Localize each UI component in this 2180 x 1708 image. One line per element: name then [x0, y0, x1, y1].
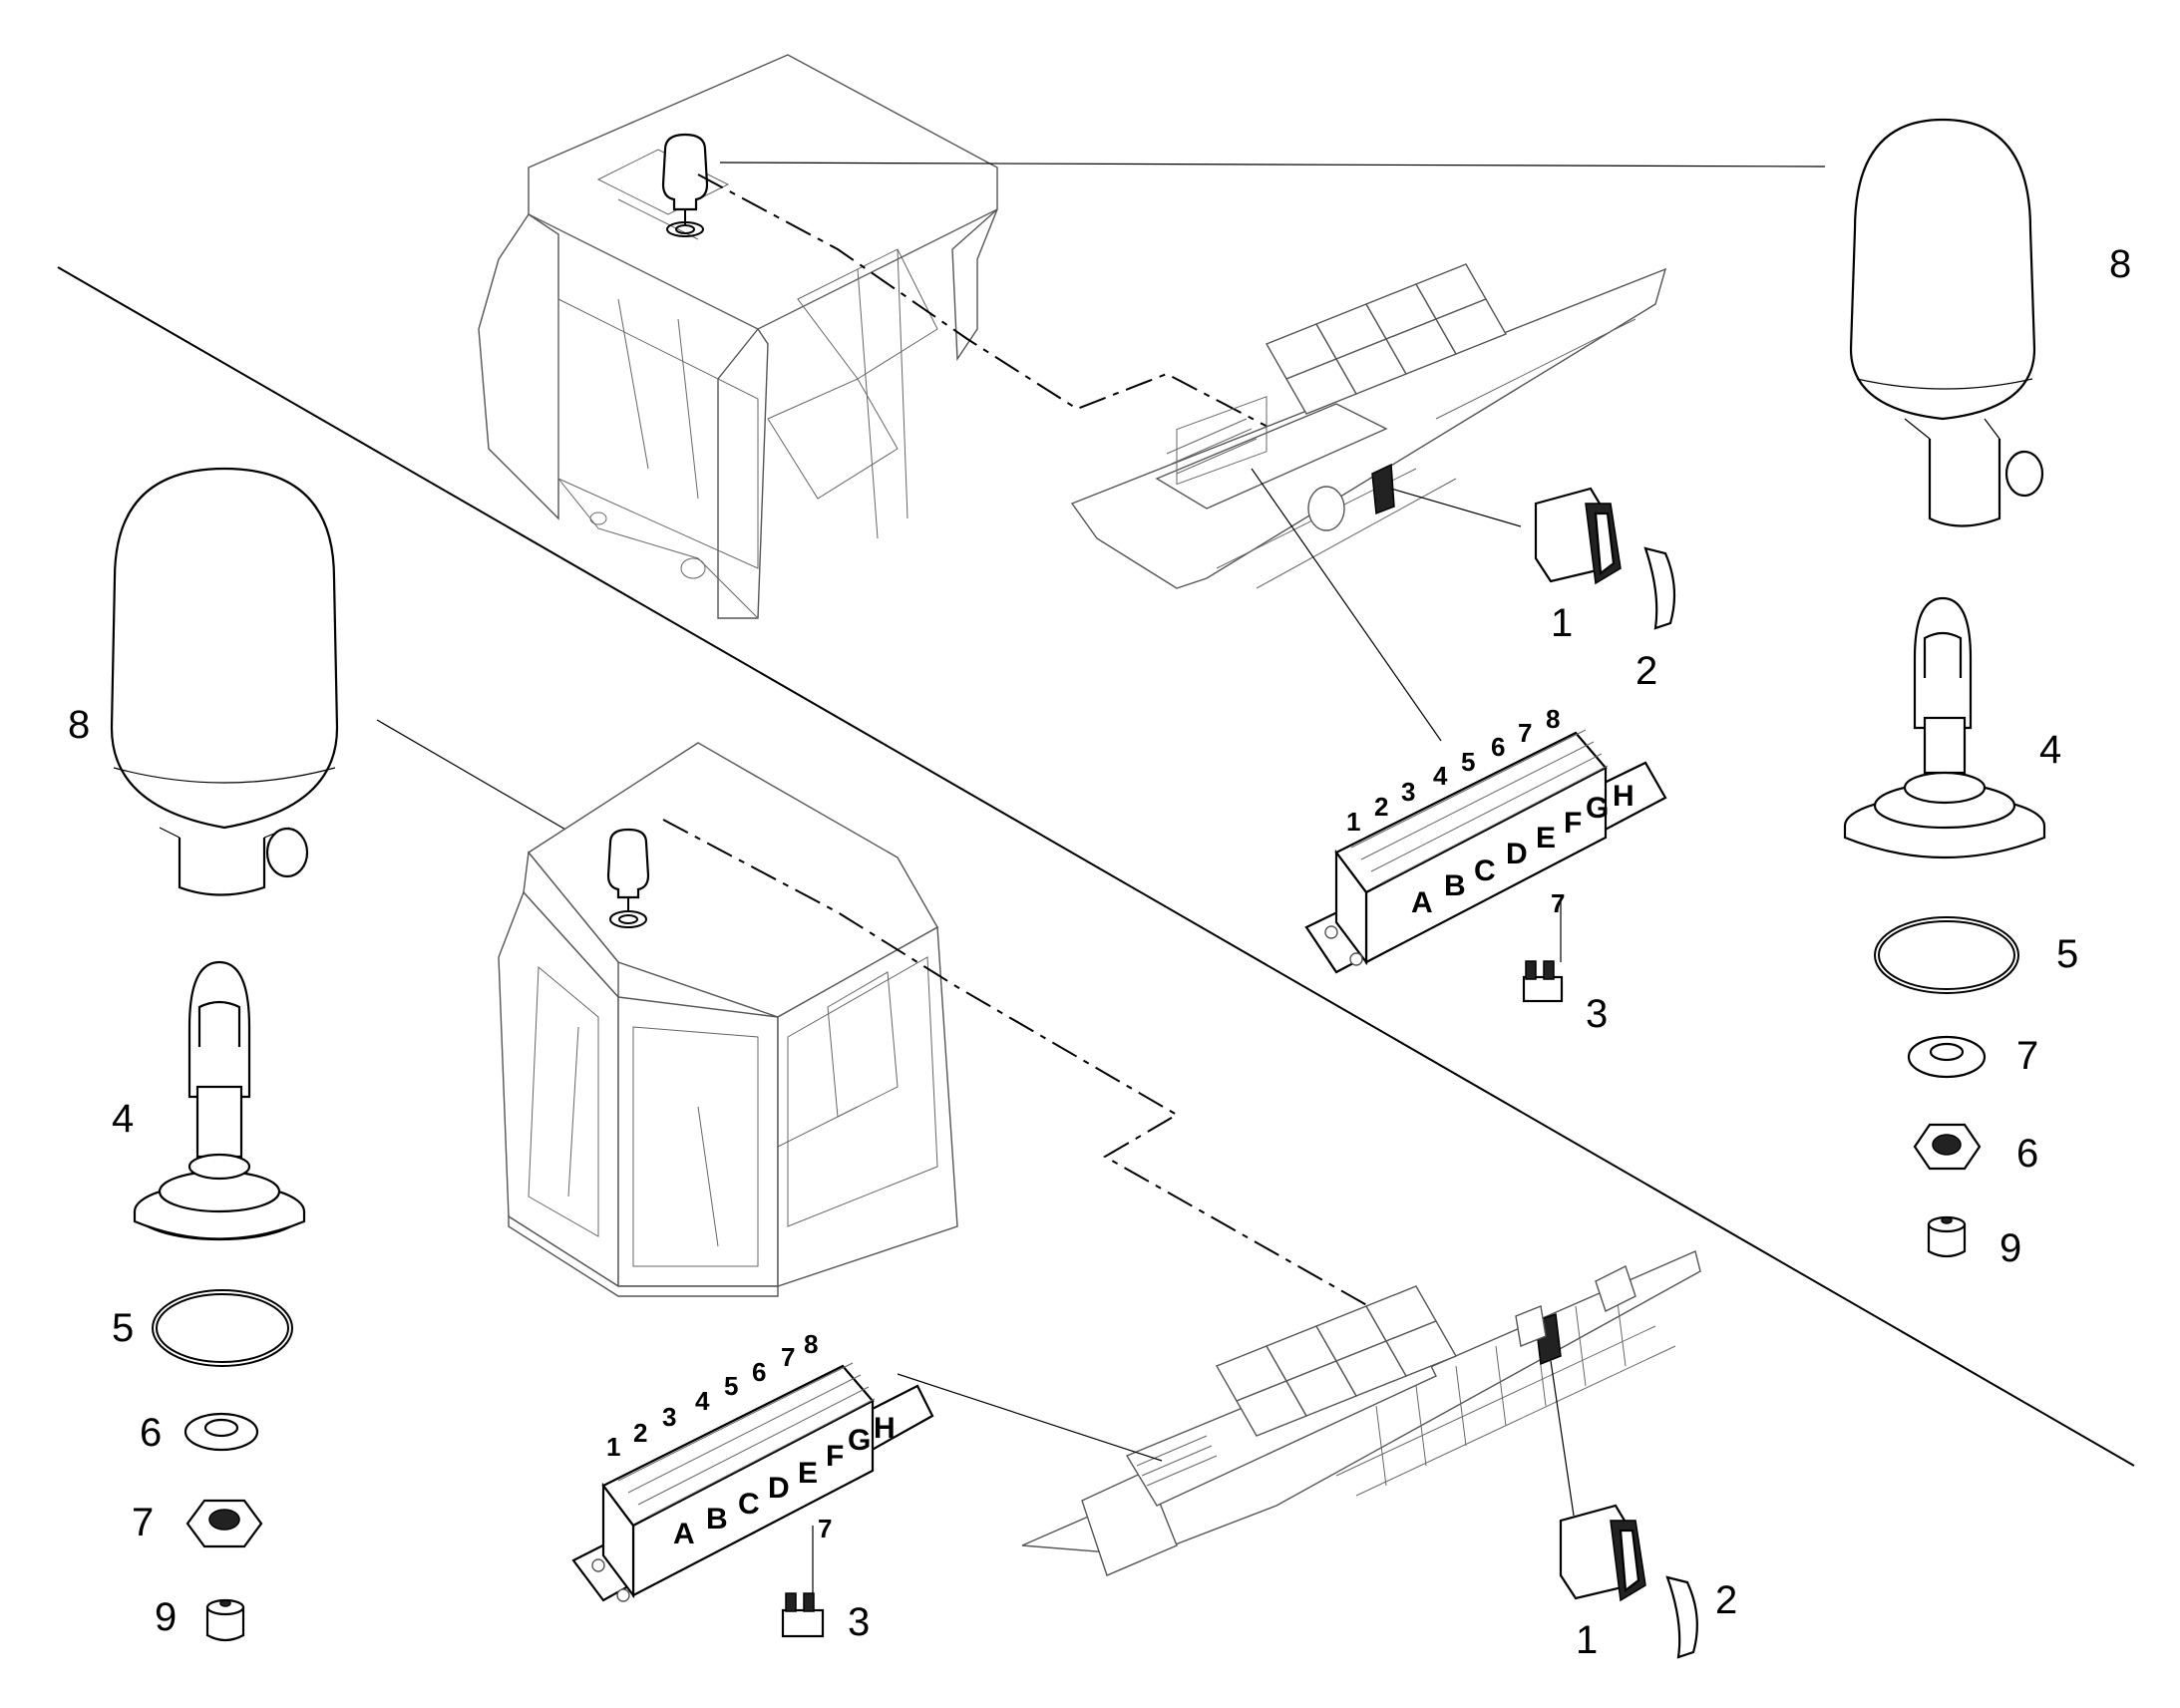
- lower-callout-7: 7: [132, 1501, 154, 1544]
- upper-callout-4: 4: [2039, 728, 2061, 772]
- upper-washer: [1907, 1035, 1987, 1079]
- svg-text:1: 1: [606, 1432, 620, 1462]
- upper-rocker-switch: [1534, 487, 1622, 585]
- upper-callout-3: 3: [1586, 992, 1608, 1036]
- upper-callout-8: 8: [2109, 242, 2131, 286]
- lower-fuse-column-labels: 1 2 3 4 5 6 7 8: [606, 1329, 818, 1462]
- svg-text:6: 6: [752, 1357, 766, 1387]
- svg-text:2: 2: [633, 1418, 647, 1448]
- lower-callout-3: 3: [848, 1600, 870, 1644]
- svg-text:3: 3: [1401, 777, 1415, 807]
- svg-text:C: C: [738, 1488, 760, 1521]
- upper-callout-6: 6: [2016, 1132, 2038, 1176]
- upper-fuse-block: [1304, 729, 1667, 974]
- upper-fuse-slot-label: 7: [1551, 888, 1565, 918]
- svg-text:D: D: [1506, 838, 1528, 870]
- svg-text:A: A: [673, 1518, 695, 1550]
- lower-cab-illustration: [498, 742, 958, 1297]
- upper-fuse-column-labels: 1 2 3 4 5 6 7 8: [1346, 704, 1560, 837]
- upper-blade-fuse: [1522, 897, 1564, 1003]
- upper-callout-5: 5: [2056, 932, 2078, 976]
- lower-fuse-block: [571, 1362, 934, 1602]
- lower-beacon-mount: [133, 960, 306, 1241]
- lower-fuse-row-labels: A B C D E F G H: [673, 1412, 896, 1550]
- upper-callout-9: 9: [1999, 1226, 2021, 1270]
- svg-text:3: 3: [662, 1402, 676, 1432]
- lower-cap: [205, 1598, 245, 1642]
- upper-callout-2: 2: [1635, 649, 1657, 693]
- upper-fuse-row-labels: A B C D E F G H: [1411, 780, 1635, 919]
- svg-text:5: 5: [724, 1371, 738, 1401]
- upper-nut: [1913, 1123, 1982, 1171]
- lower-nut: [185, 1499, 263, 1548]
- svg-text:F: F: [826, 1440, 844, 1473]
- svg-text:D: D: [768, 1472, 790, 1505]
- lower-callout-6: 6: [140, 1411, 162, 1455]
- lower-rocker-switch: [1559, 1504, 1646, 1602]
- upper-cap: [1927, 1215, 1967, 1258]
- upper-oring: [1874, 916, 2019, 994]
- svg-text:C: C: [1474, 854, 1496, 887]
- lower-callout-5: 5: [112, 1306, 134, 1350]
- upper-large-beacon: [1849, 118, 2044, 527]
- svg-text:4: 4: [695, 1386, 710, 1416]
- lower-callout-1: 1: [1576, 1618, 1598, 1662]
- svg-text:7: 7: [781, 1342, 795, 1372]
- svg-text:G: G: [848, 1424, 871, 1457]
- section-divider-line: [57, 266, 2135, 1467]
- svg-text:E: E: [798, 1457, 818, 1490]
- svg-text:B: B: [706, 1503, 728, 1536]
- svg-text:6: 6: [1491, 732, 1505, 762]
- svg-text:7: 7: [1518, 718, 1532, 748]
- svg-text:F: F: [1564, 807, 1582, 840]
- lower-oring: [152, 1289, 293, 1367]
- svg-text:1: 1: [1346, 807, 1360, 837]
- lower-callout-4: 4: [112, 1097, 134, 1141]
- lower-large-beacon: [110, 467, 339, 896]
- svg-text:H: H: [1613, 780, 1635, 813]
- upper-switch-console: [1070, 263, 1667, 589]
- lower-callout-2: 2: [1715, 1578, 1737, 1622]
- upper-cab-beacon: [661, 133, 709, 211]
- lower-callout-8: 8: [68, 703, 90, 747]
- svg-text:B: B: [1444, 869, 1466, 902]
- svg-text:8: 8: [804, 1329, 818, 1359]
- lower-fuse-slot-label: 7: [818, 1514, 832, 1543]
- lower-switch-cover: [1665, 1575, 1698, 1659]
- svg-text:5: 5: [1461, 747, 1475, 777]
- upper-callout-7: 7: [2016, 1034, 2038, 1078]
- lower-blade-fuse: [781, 1526, 825, 1638]
- lower-switch-console: [1021, 1250, 1701, 1576]
- lower-callout-9: 9: [155, 1595, 177, 1639]
- svg-text:G: G: [1586, 792, 1609, 825]
- svg-text:E: E: [1536, 822, 1556, 854]
- svg-text:H: H: [874, 1412, 896, 1445]
- lower-washer: [183, 1412, 259, 1452]
- upper-cab-illustration: [478, 54, 998, 619]
- svg-text:2: 2: [1374, 792, 1388, 822]
- lower-cab-beacon: [606, 828, 650, 899]
- svg-text:4: 4: [1433, 761, 1448, 791]
- svg-text:A: A: [1411, 886, 1433, 919]
- upper-beacon-mount: [1843, 596, 2046, 859]
- upper-callout-1: 1: [1551, 601, 1573, 645]
- upper-switch-cover: [1643, 546, 1676, 630]
- svg-text:8: 8: [1546, 704, 1560, 734]
